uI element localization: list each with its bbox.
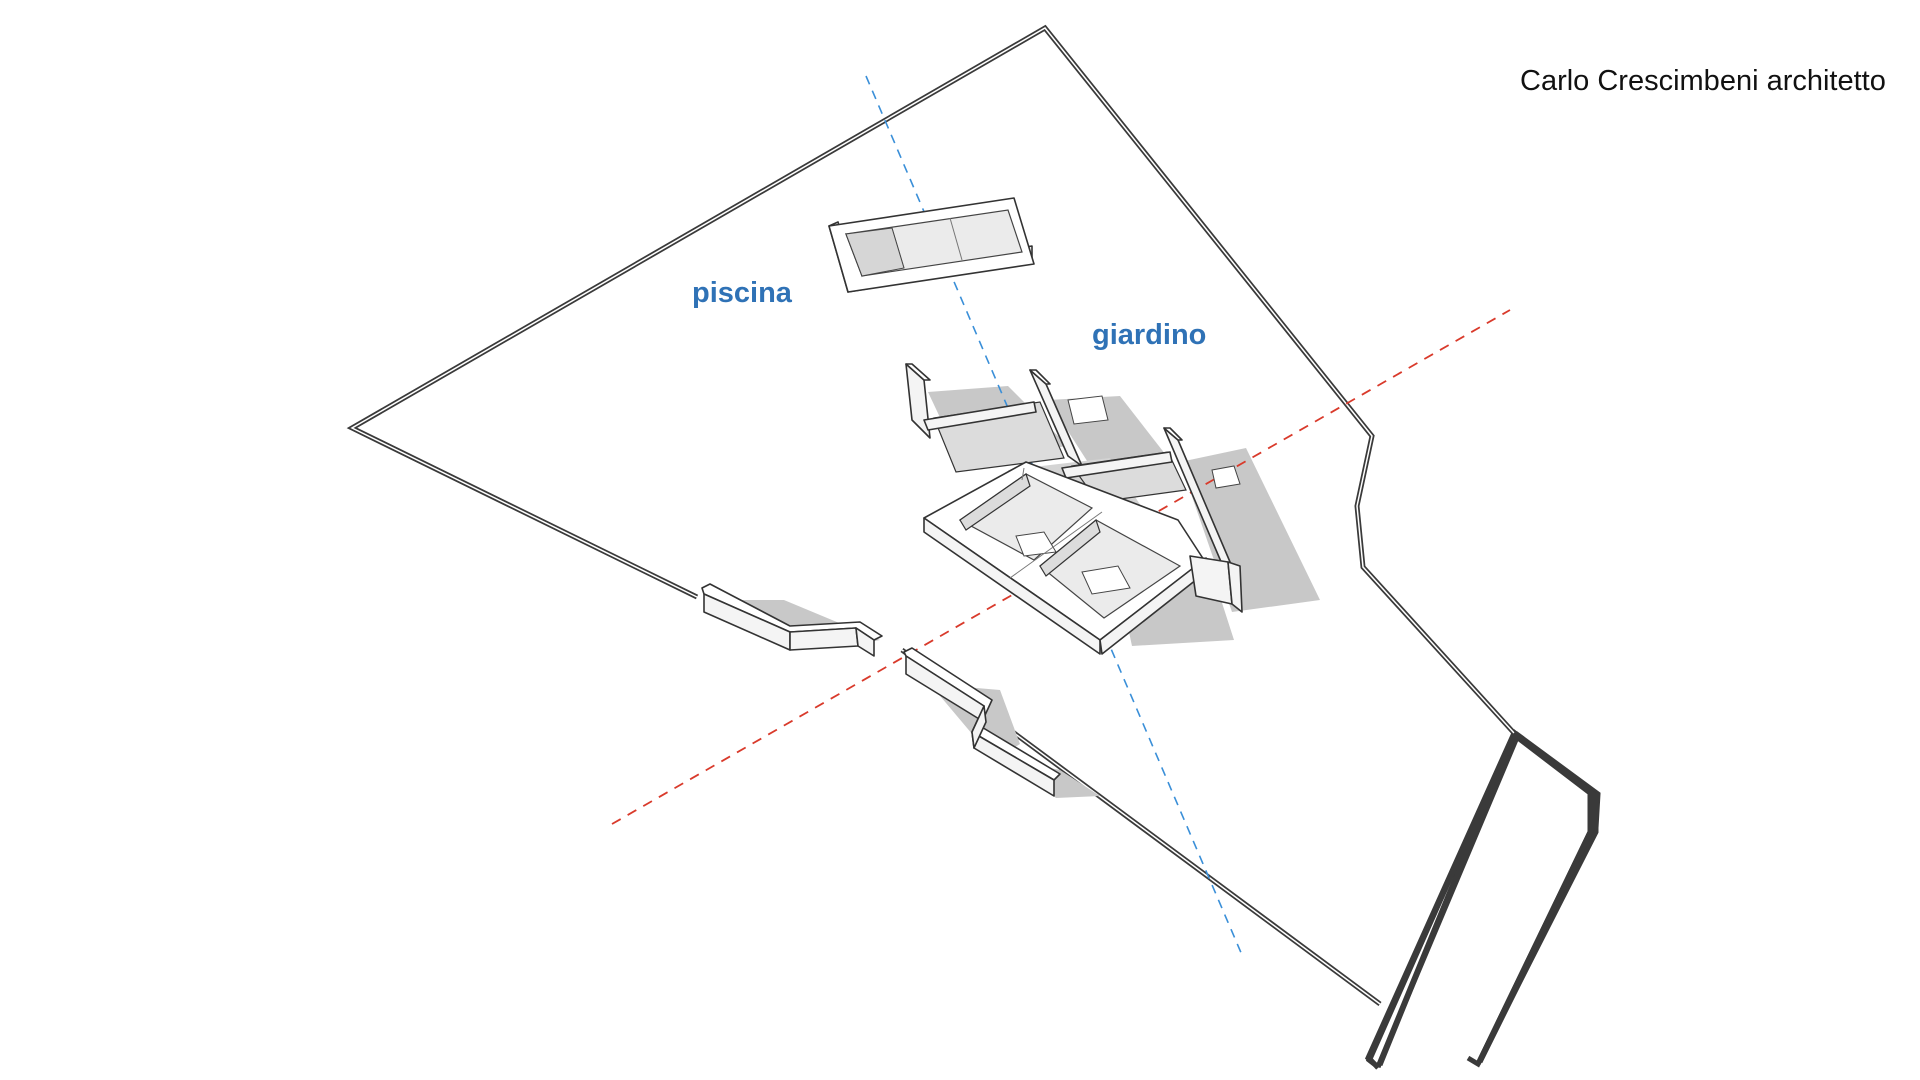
garden-label: giardino	[1092, 319, 1206, 351]
pool	[828, 197, 1035, 293]
entry-walls	[701, 583, 1061, 797]
plot-outline	[346, 24, 1596, 1070]
house	[905, 363, 1243, 655]
author-credit: Carlo Crescimbeni architetto	[1520, 65, 1886, 97]
pool-label: piscina	[692, 277, 793, 309]
